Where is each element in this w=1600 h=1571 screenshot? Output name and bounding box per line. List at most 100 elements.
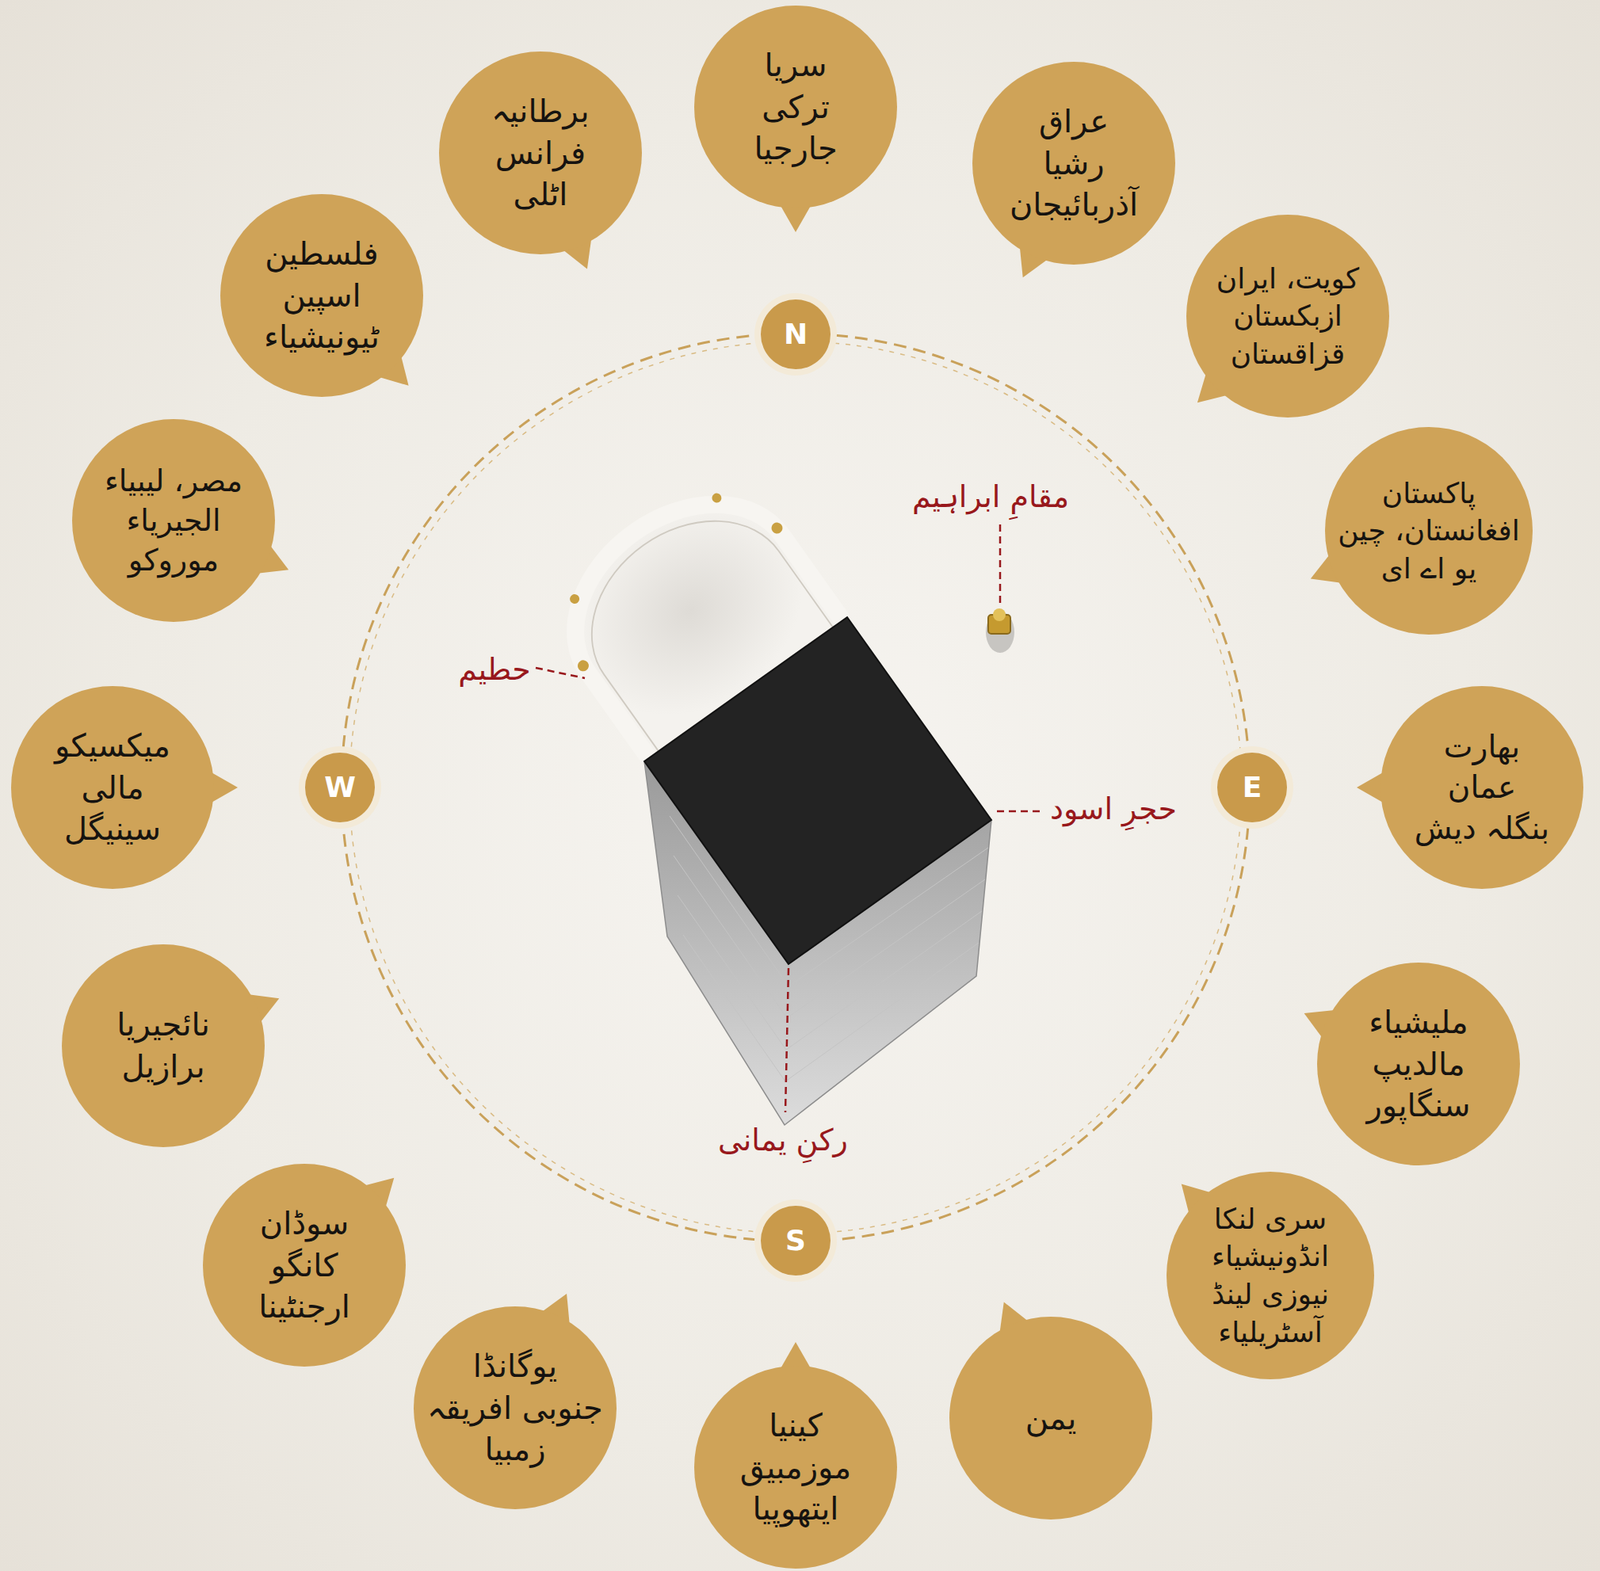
compass-disc xyxy=(760,299,831,370)
text-stack: N xyxy=(754,293,837,376)
text-stack: کینیاموزمبیقایتھوپیا xyxy=(694,1366,898,1570)
text-stack: فلسطیناسپینٹیونیشیاء xyxy=(220,194,424,398)
text-stack: سریاترکیجارجیا xyxy=(694,5,898,209)
country-name: برازیل xyxy=(121,1046,205,1089)
country-name: یوگانڈا xyxy=(473,1345,558,1388)
compass-point: N xyxy=(754,293,837,376)
country-bubble: پاکستانافغانستان، چینیو اے ای xyxy=(1325,427,1533,635)
country-name: ترکی xyxy=(761,86,830,129)
country-name: آسٹریلیاء xyxy=(1218,1313,1323,1352)
text-stack: W xyxy=(298,746,382,829)
leader-line xyxy=(785,968,789,1113)
compass-halo xyxy=(298,746,382,829)
country-name: فلسطین xyxy=(264,232,379,275)
landmark-label: حطیم xyxy=(454,652,534,689)
country-name: یو اے ای xyxy=(1381,549,1478,589)
country-name: آذربائیجان xyxy=(1009,183,1138,226)
country-name: فرانس xyxy=(495,132,586,175)
kaaba-roof xyxy=(644,617,992,965)
bubble-circle xyxy=(972,61,1176,265)
text-stack: S xyxy=(754,1199,837,1283)
country-name: ایتھوپیا xyxy=(752,1488,840,1531)
landmark-label: رکنِ یمانی xyxy=(714,1122,852,1160)
country-bubble: یمن xyxy=(949,1317,1153,1520)
text-stack: نائجیریابرازیل xyxy=(61,944,265,1148)
text-stack: کویت، ایرانازبکستانقزاقستان xyxy=(1186,214,1390,418)
bubble-circle xyxy=(11,686,214,890)
country-name: سنگاپور xyxy=(1367,1084,1471,1127)
bubble-circle xyxy=(694,5,898,209)
compass-letter: S xyxy=(785,1226,806,1256)
country-bubble: نائجیریابرازیل xyxy=(61,944,265,1148)
country-name: سوڈان xyxy=(259,1202,349,1245)
bubble-circle xyxy=(1186,214,1390,418)
country-name: موروکو xyxy=(128,540,219,581)
country-bubble: ملیشیاءمالدیپسنگاپور xyxy=(1317,962,1520,1166)
bubble-circle xyxy=(202,1164,406,1368)
country-bubble: کینیاموزمبیقایتھوپیا xyxy=(694,1366,898,1570)
country-name: قزاقستان xyxy=(1230,335,1346,374)
bubble-circle xyxy=(439,51,642,255)
country-name: میکسیکو xyxy=(54,725,171,768)
text-stack: یوگانڈاجنوبی افریقہزمبیا xyxy=(413,1306,617,1510)
bubble-shape xyxy=(61,944,265,1148)
country-name: مصر، لیبیاء xyxy=(104,461,243,501)
country-name: الجیریاء xyxy=(126,500,221,541)
country-name: اٹلی xyxy=(513,173,569,216)
bubble-circle xyxy=(220,194,424,398)
country-bubble: سوڈانکانگوارجنٹینا xyxy=(202,1164,406,1368)
country-name: نائجیریا xyxy=(116,1004,211,1047)
compass-halo xyxy=(754,293,837,376)
text-stack: پاکستانافغانستان، چینیو اے ای xyxy=(1325,427,1533,635)
country-name: بنگلہ دیش xyxy=(1414,808,1550,849)
leader-line xyxy=(535,668,585,679)
text-stack: E xyxy=(1210,746,1294,829)
compass-letter: N xyxy=(783,320,808,349)
text-stack: برطانیہفرانساٹلی xyxy=(439,51,642,255)
compass-disc xyxy=(760,1206,831,1276)
bubble-circle xyxy=(1166,1172,1375,1380)
country-bubble: سری لنکاانڈونیشیاءنیوزی لینڈآسٹریلیاء xyxy=(1166,1172,1375,1380)
wall-course xyxy=(683,935,979,1082)
country-bubble: مصر، لیبیاءالجیریاءموروکو xyxy=(72,419,275,623)
country-bubble: بھارتعمانبنگلہ دیش xyxy=(1380,686,1584,890)
country-name: کینیا xyxy=(768,1405,822,1448)
compass-disc xyxy=(1217,752,1287,823)
hateem-lamp xyxy=(575,658,592,675)
compass-point: E xyxy=(1210,746,1294,829)
country-name: عراق xyxy=(1038,100,1109,143)
leader-lines xyxy=(535,524,1045,1113)
country-name: نیوزی لینڈ xyxy=(1211,1275,1329,1314)
country-name: جارجیا xyxy=(753,127,837,170)
compass-ring xyxy=(341,333,1250,1242)
compass-halo xyxy=(1210,746,1294,829)
country-bubble: میکسیکومالیسینیگل xyxy=(11,686,214,890)
country-name: مالی xyxy=(80,767,144,810)
leader-line xyxy=(996,810,1045,814)
country-name: ملیشیاء xyxy=(1368,1001,1469,1044)
bubble-circle xyxy=(1325,427,1533,635)
country-bubble: یوگانڈاجنوبی افریقہزمبیا xyxy=(413,1306,617,1510)
compass-halo xyxy=(754,1199,837,1283)
compass-point: W xyxy=(298,746,382,829)
country-name: سریا xyxy=(764,44,828,87)
text-stack: بھارتعمانبنگلہ دیش xyxy=(1380,686,1584,890)
country-name: زمبیا xyxy=(484,1428,546,1471)
country-name: پاکستان xyxy=(1382,474,1477,513)
leader-line xyxy=(999,524,1002,604)
text-stack: یمن xyxy=(949,1317,1153,1520)
bubble-circle xyxy=(413,1306,617,1510)
text-stack: سری لنکاانڈونیشیاءنیوزی لینڈآسٹریلیاء xyxy=(1166,1172,1375,1380)
bubble-circle xyxy=(72,419,275,623)
country-name: جنوبی افریقہ xyxy=(427,1387,603,1430)
landmark-label: مقامِ ابراہیم xyxy=(908,479,1073,516)
compass-point: S xyxy=(754,1199,837,1283)
hateem-lamp xyxy=(769,520,786,537)
country-name: کویت، ایران xyxy=(1216,259,1360,298)
country-name: برطانیہ xyxy=(491,90,589,133)
text-stack: ملیشیاءمالدیپسنگاپور xyxy=(1317,962,1520,1166)
compass-letter: E xyxy=(1242,773,1263,802)
country-name: کانگو xyxy=(270,1244,338,1287)
country-name: مالدیپ xyxy=(1371,1043,1465,1086)
